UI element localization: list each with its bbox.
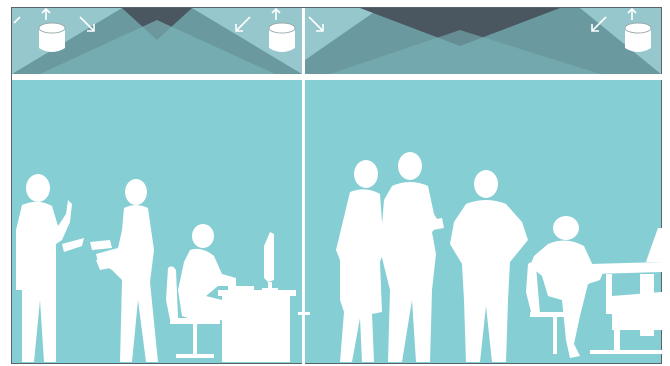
ceiling-right (305, 8, 661, 74)
divider-foot (298, 312, 310, 315)
desk (218, 286, 296, 362)
ceiling-sensor-icon (39, 23, 65, 52)
room-divider (302, 8, 305, 364)
ceiling-sensor-icon (269, 23, 295, 52)
ceiling-sensor-icon (625, 23, 651, 52)
ceiling-beam (12, 74, 662, 80)
